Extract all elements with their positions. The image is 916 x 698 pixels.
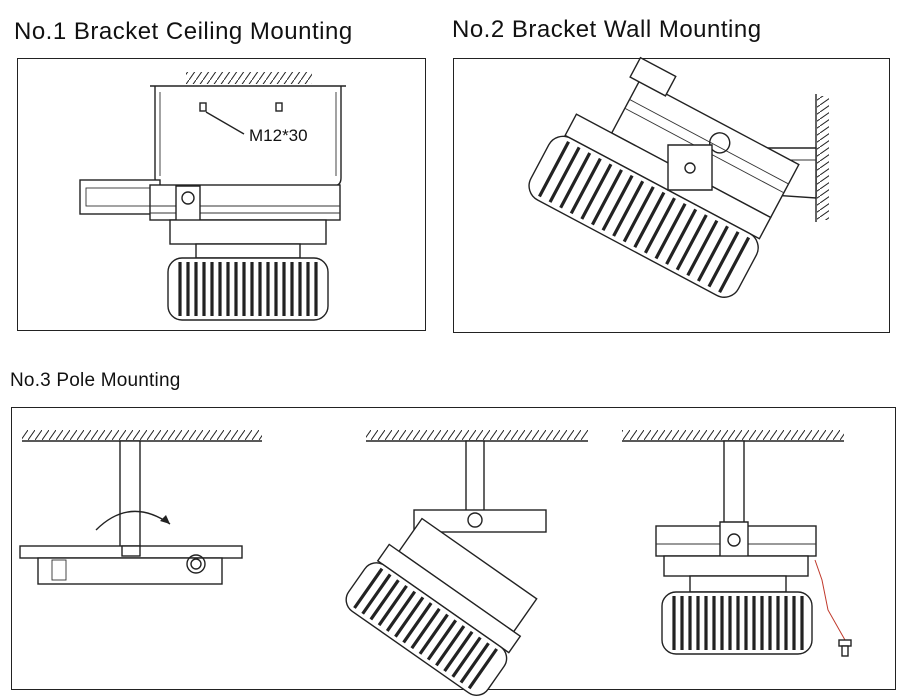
section1-title: No.1 Bracket Ceiling Mounting [14, 18, 353, 45]
bolt-label: M12*30 [249, 126, 308, 145]
heatsink-fins [178, 262, 318, 316]
ceiling-hatch [186, 72, 312, 84]
section2-title: No.2 Bracket Wall Mounting [452, 16, 762, 43]
section3-title: No.3 Pole Mounting [10, 370, 181, 391]
bolt-icon [199, 102, 283, 112]
ceiling-mount-diagram: M12*30 [79, 72, 346, 321]
pole-mount-step2 [345, 430, 588, 696]
ceiling-hatch [366, 430, 588, 440]
screw-icon [838, 639, 852, 657]
wall-mount-diagram [528, 56, 829, 298]
pole-mount-step3 [622, 430, 852, 657]
wall-hatch [817, 96, 829, 220]
pole-mount-step1 [19, 430, 262, 585]
ceiling-hatch [22, 430, 262, 440]
ceiling-hatch [622, 430, 844, 440]
